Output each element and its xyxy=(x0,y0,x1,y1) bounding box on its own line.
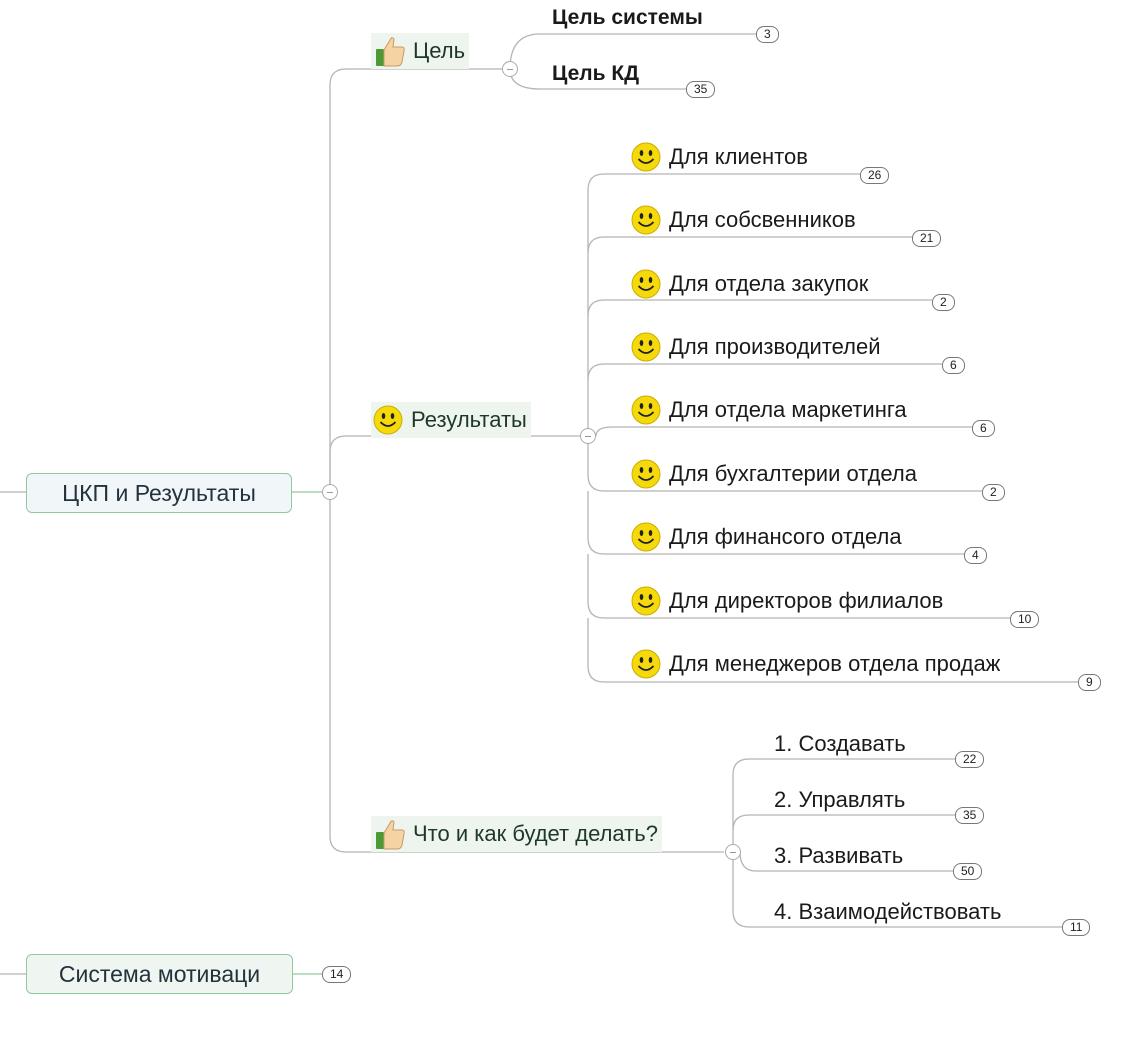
subtopic-results-5[interactable]: Для бухгалтерии отдела xyxy=(631,459,917,489)
subtopic-label: Для отдела маркетинга xyxy=(669,397,907,422)
count-badge: 14 xyxy=(322,966,352,983)
smiley-icon xyxy=(631,395,661,425)
count-badge: 6 xyxy=(972,420,995,437)
subtopic-label: Для клиентов xyxy=(669,144,808,169)
root-topic-motivation[interactable]: Система мотиваци xyxy=(26,954,293,994)
count-badge: 10 xyxy=(1010,611,1040,628)
subtopic-label: Для отдела закупок xyxy=(669,271,869,296)
subtopic-label: 1. Создавать xyxy=(774,731,906,756)
subtopic-label: Цель системы xyxy=(552,6,703,29)
topic-label: Результаты xyxy=(411,407,527,432)
subtopic-label: Для менеджеров отдела продаж xyxy=(669,651,1001,676)
subtopic-system-goal[interactable]: Цель системы xyxy=(552,6,703,30)
smiley-icon xyxy=(631,459,661,489)
subtopic-results-0[interactable]: Для клиентов xyxy=(631,142,808,172)
subtopic-actions-1[interactable]: 2. Управлять xyxy=(774,787,905,813)
subtopic-actions-0[interactable]: 1. Создавать xyxy=(774,731,906,757)
subtopic-results-2[interactable]: Для отдела закупок xyxy=(631,269,868,299)
subtopic-results-8[interactable]: Для менеджеров отдела продаж xyxy=(631,649,1000,679)
smiley-icon xyxy=(631,586,661,616)
count-badge: 9 xyxy=(1078,674,1101,691)
topic-label: Цель xyxy=(413,38,466,63)
smiley-icon xyxy=(631,205,661,235)
smiley-icon xyxy=(631,269,661,299)
topic-label: Что и как будет делать? xyxy=(413,821,658,846)
subtopic-label: Цель КД xyxy=(552,62,640,85)
subtopic-results-1[interactable]: Для собсвенников xyxy=(631,205,856,235)
thumbs-up-icon xyxy=(376,37,405,67)
subtopic-label: Для бухгалтерии отдела xyxy=(669,461,917,486)
subtopic-actions-2[interactable]: 3. Развивать xyxy=(774,843,903,869)
count-badge: 2 xyxy=(982,484,1005,501)
thumbs-up-icon xyxy=(376,820,405,850)
root-topic-ckp[interactable]: ЦКП и Результаты xyxy=(26,473,292,513)
subtopic-results-7[interactable]: Для директоров филиалов xyxy=(631,586,943,616)
collapse-toggle-results[interactable] xyxy=(580,428,596,444)
subtopic-results-3[interactable]: Для производителей xyxy=(631,332,881,362)
topic-goal[interactable]: Цель xyxy=(371,33,470,69)
collapse-toggle-root[interactable] xyxy=(322,484,338,500)
subtopic-label: 4. Взаимодействовать xyxy=(774,899,1002,924)
count-badge: 35 xyxy=(955,807,985,824)
smiley-icon xyxy=(631,522,661,552)
topic-results[interactable]: Результаты xyxy=(371,402,531,438)
count-badge: 26 xyxy=(860,167,890,184)
count-badge: 35 xyxy=(686,81,716,98)
subtopic-label: Для директоров филиалов xyxy=(669,588,944,613)
root-topic-label: Система мотиваци xyxy=(58,961,261,987)
topic-actions[interactable]: Что и как будет делать? xyxy=(371,816,662,852)
count-badge: 11 xyxy=(1062,919,1091,936)
subtopic-kd-goal[interactable]: Цель КД xyxy=(552,62,639,86)
count-badge: 21 xyxy=(912,230,942,247)
collapse-toggle-goal[interactable] xyxy=(502,61,518,77)
collapse-toggle-actions[interactable] xyxy=(725,844,741,860)
subtopic-actions-3[interactable]: 4. Взаимодействовать xyxy=(774,899,1001,925)
root-topic-label: ЦКП и Результаты xyxy=(62,480,256,506)
smiley-icon xyxy=(631,332,661,362)
subtopic-label: 3. Развивать xyxy=(774,843,904,868)
count-badge: 4 xyxy=(964,547,987,564)
subtopic-results-4[interactable]: Для отдела маркетинга xyxy=(631,395,907,425)
count-badge: 50 xyxy=(953,863,983,880)
count-badge: 2 xyxy=(932,294,955,311)
subtopic-label: 2. Управлять xyxy=(774,787,906,812)
subtopic-label: Для производителей xyxy=(669,334,881,359)
count-badge: 22 xyxy=(955,751,985,768)
smiley-icon xyxy=(373,405,403,435)
subtopic-results-6[interactable]: Для финансого отдела xyxy=(631,522,902,552)
smiley-icon xyxy=(631,649,661,679)
subtopic-label: Для собсвенников xyxy=(669,207,856,232)
count-badge: 6 xyxy=(942,357,965,374)
subtopic-label: Для финансого отдела xyxy=(669,524,902,549)
count-badge: 3 xyxy=(756,26,779,43)
smiley-icon xyxy=(631,142,661,172)
